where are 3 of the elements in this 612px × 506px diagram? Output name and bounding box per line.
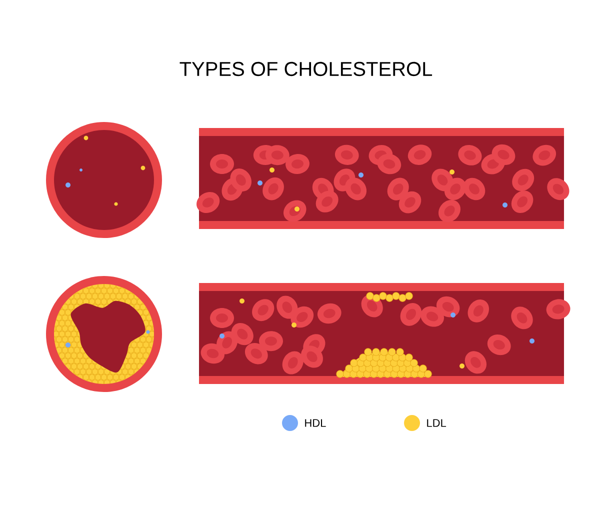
legend-label: LDL [427,419,446,427]
legend-label: HDL [305,419,326,427]
title: TYPES OF CHOLESTEROL [180,62,432,76]
